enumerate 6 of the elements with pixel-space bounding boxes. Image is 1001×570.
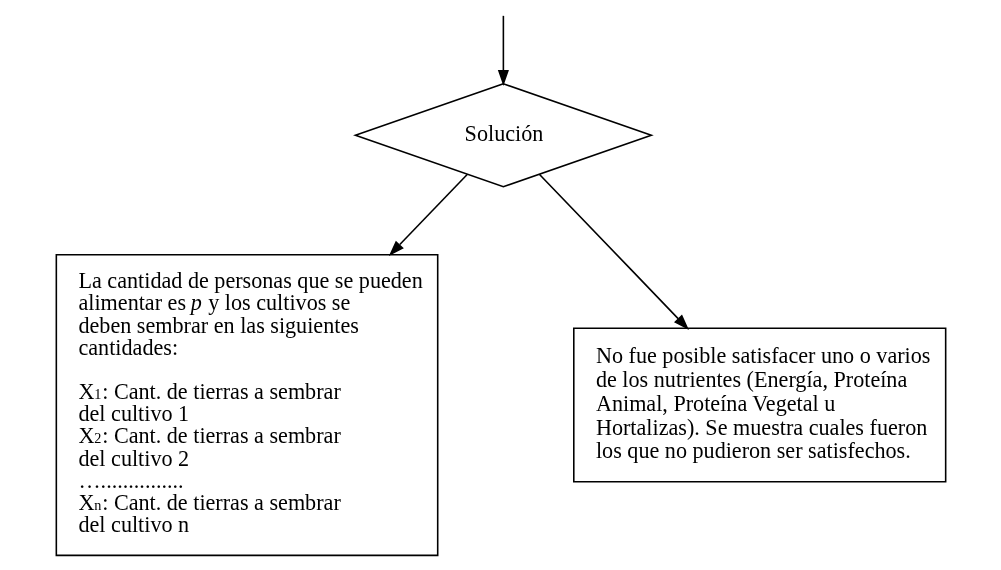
node-diamond: Solución [352,82,654,188]
node-box: La cantidad de personas que se pueden alimentar es p y los cultivos se deben sembrar en las siguientes cantidades: X1: Cant. de tierras a sembrar del cultivo 1 X2: Cant. de tierras a sembrar del cultivo 2 …............... Xn: Cant. de tierras a sembrar del cultivo n [55,253,438,557]
arrow [388,173,468,256]
arrow [497,15,509,86]
node-box: No fue posible satisfacer uno o varios de los nutrientes (Energía, Proteína Animal, Proteína Vegetal u Hortalizas). Se muestra cuales fueron los que no pudieron ser satisfechos. [572,327,946,483]
arrow [538,173,689,330]
